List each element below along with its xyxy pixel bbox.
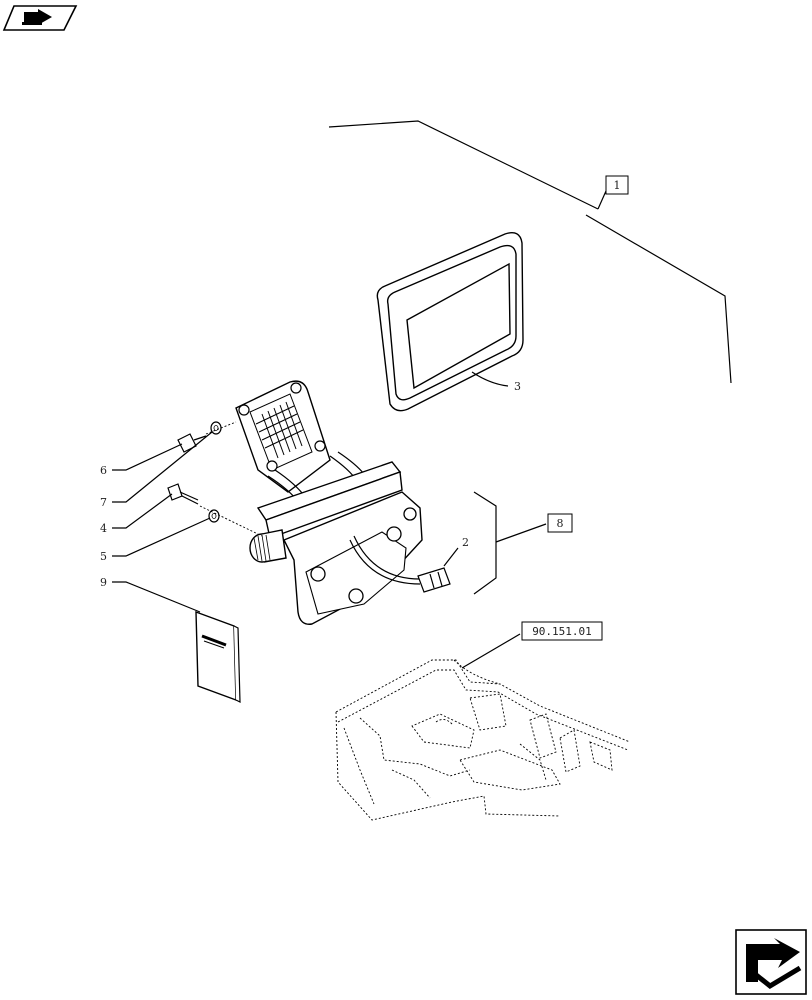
next-page-button[interactable] <box>735 929 807 995</box>
cable-connector <box>417 567 451 593</box>
adjustment-knob <box>249 529 287 563</box>
assembly-bracket-8: 8 <box>473 491 573 595</box>
assembly-bracket-1: 1 <box>328 120 732 384</box>
page-next-arrow-icon <box>746 938 802 990</box>
screw-4 <box>167 483 199 505</box>
washer-5 <box>208 509 220 523</box>
screw-6 <box>177 433 207 453</box>
cab-reference-drawing <box>335 659 631 821</box>
washer-7 <box>210 421 222 435</box>
callout-8: 8 <box>557 517 564 530</box>
callout-3: 3 <box>514 380 521 393</box>
reference-label[interactable]: 90.151.01 <box>532 625 592 638</box>
callout-1: 1 <box>614 179 621 192</box>
display-monitor: 3 <box>376 231 524 412</box>
mounting-bracket: 2 <box>235 380 469 625</box>
callout-9: 9 <box>100 576 107 589</box>
callout-2: 2 <box>462 536 469 549</box>
page-prev-arrow-icon <box>22 9 52 25</box>
callout-5: 5 <box>100 550 107 563</box>
reference-90-151-01[interactable]: 90.151.01 <box>521 621 603 641</box>
callout-6: 6 <box>100 464 107 477</box>
callout-7: 7 <box>100 496 107 509</box>
leader-lines-left <box>112 431 213 613</box>
prev-page-button[interactable] <box>2 5 78 31</box>
operator-manual <box>195 610 241 703</box>
callout-4: 4 <box>100 522 107 535</box>
